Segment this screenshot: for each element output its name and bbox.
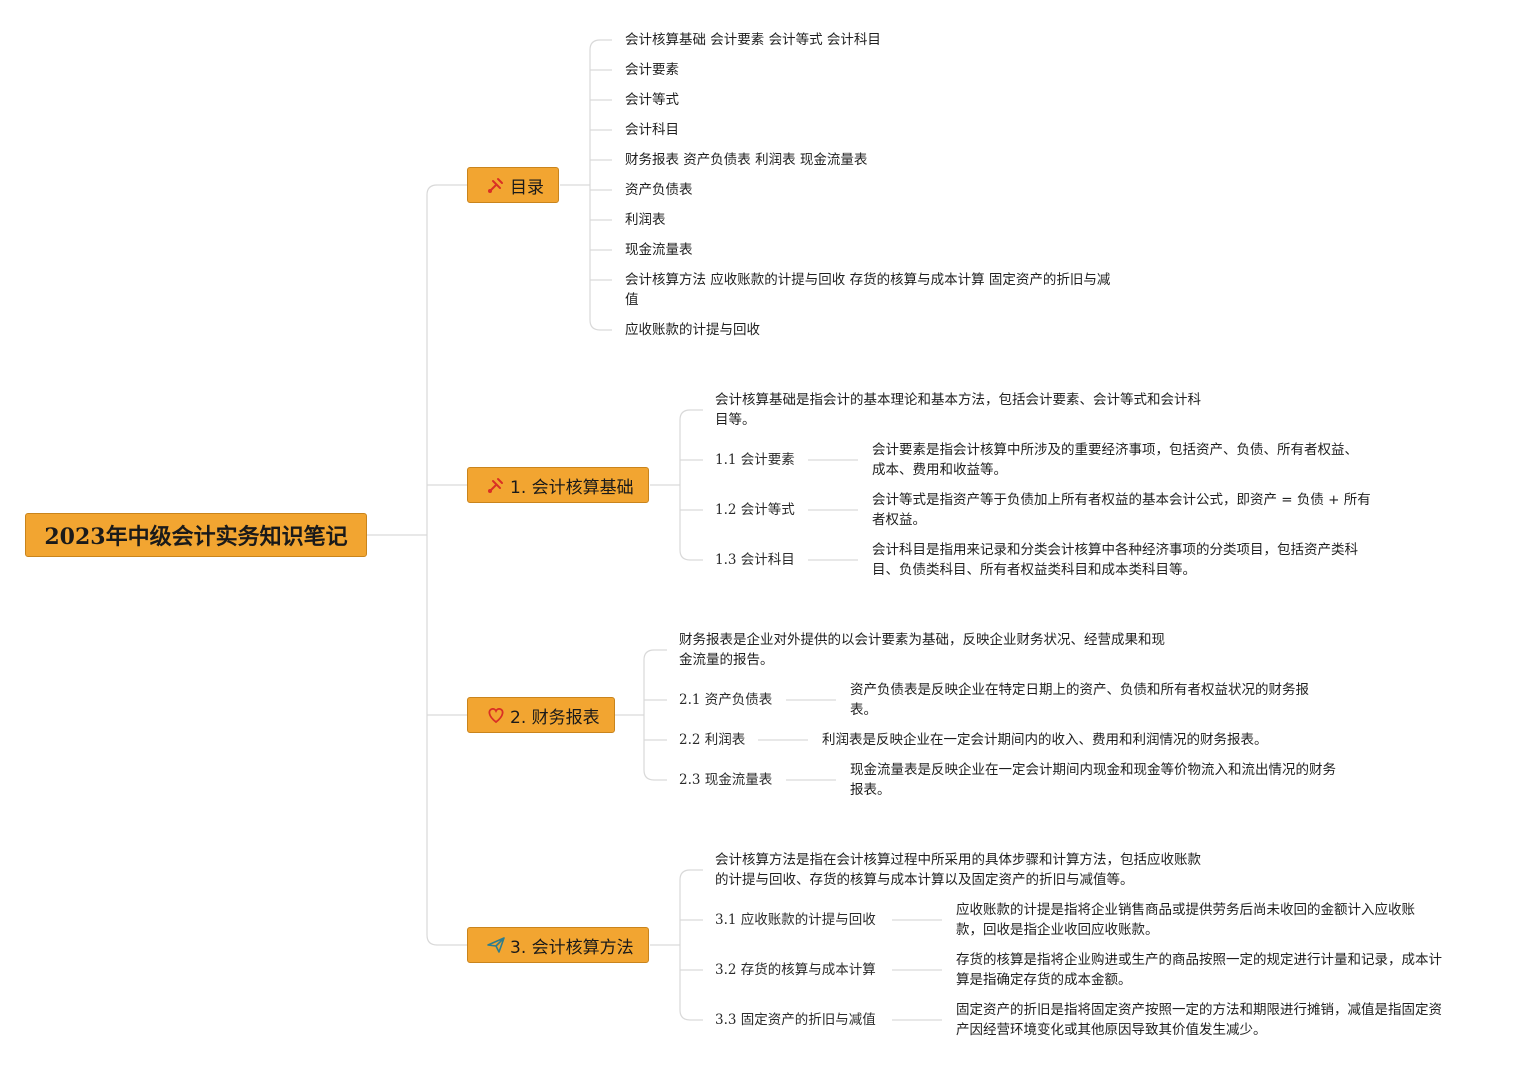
sub-topic-label[interactable]: 3.3 固定资产的折旧与减值: [715, 1012, 876, 1028]
toc-item[interactable]: 会计要素: [625, 62, 679, 78]
toc-item[interactable]: 应收账款的计提与回收: [625, 322, 760, 338]
sub-topic-label[interactable]: 1.2 会计等式: [715, 502, 795, 518]
branch-label: 目录: [510, 177, 544, 198]
toc-item[interactable]: 资产负债表: [625, 182, 693, 198]
sub-topic-description[interactable]: 会计等式是指资产等于负债加上所有者权益的基本会计公式，即资产 = 负债 + 所有…: [872, 492, 1371, 528]
sub-topic-label[interactable]: 3.2 存货的核算与成本计算: [715, 962, 876, 978]
root-node[interactable]: 2023年中级会计实务知识笔记: [25, 513, 367, 557]
sub-topic-label[interactable]: 1.1 会计要素: [715, 452, 795, 468]
branch-label: 2. 财务报表: [510, 707, 600, 728]
toc-item[interactable]: 财务报表 资产负债表 利润表 现金流量表: [625, 152, 868, 168]
sub-topic-description[interactable]: 存货的核算是指将企业购进或生产的商品按照一定的规定进行计量和记录，成本计算是指确…: [956, 952, 1442, 988]
sub-topic-label[interactable]: 2.1 资产负债表: [679, 692, 773, 708]
sub-topic-label[interactable]: 2.3 现金流量表: [679, 772, 773, 788]
sub-topic-label[interactable]: 3.1 应收账款的计提与回收: [715, 912, 876, 928]
sub-topic-description[interactable]: 应收账款的计提是指将企业销售商品或提供劳务后尚未收回的金额计入应收账款，回收是指…: [956, 902, 1415, 938]
branch-node-methods[interactable]: 3. 会计核算方法: [467, 927, 649, 963]
sub-topic-description[interactable]: 固定资产的折旧是指将固定资产按照一定的方法和期限进行摊销，减值是指固定资产因经营…: [956, 1002, 1442, 1038]
sub-topic-description[interactable]: 资产负债表是反映企业在特定日期上的资产、负债和所有者权益状况的财务报表。: [850, 682, 1309, 718]
branch-node-reports[interactable]: 2. 财务报表: [467, 697, 615, 733]
toc-item[interactable]: 会计核算方法 应收账款的计提与回收 存货的核算与成本计算 固定资产的折旧与减值: [625, 272, 1111, 308]
branch-node-toc[interactable]: 目录: [467, 167, 559, 203]
branch-label: 3. 会计核算方法: [510, 937, 634, 958]
toc-item[interactable]: 会计核算基础 会计要素 会计等式 会计科目: [625, 32, 881, 48]
toc-item[interactable]: 会计等式: [625, 92, 679, 108]
sub-topic-description[interactable]: 会计要素是指会计核算中所涉及的重要经济事项，包括资产、负债、所有者权益、成本、费…: [872, 442, 1358, 478]
heart-icon: [488, 708, 504, 724]
toc-item[interactable]: 会计科目: [625, 122, 679, 138]
branch-label: 1. 会计核算基础: [510, 477, 634, 498]
toc-item[interactable]: 利润表: [625, 212, 666, 228]
root-title: 2023年中级会计实务知识笔记: [44, 524, 348, 550]
paper-plane-icon: [487, 937, 505, 953]
basics-intro[interactable]: 会计核算基础是指会计的基本理论和基本方法，包括会计要素、会计等式和会计科目等。: [715, 392, 1201, 428]
sub-topic-label[interactable]: 2.2 利润表: [679, 732, 746, 748]
pen-tool-icon: [488, 178, 503, 193]
sub-topic-description[interactable]: 现金流量表是反映企业在一定会计期间内现金和现金等价物流入和流出情况的财务报表。: [850, 762, 1336, 798]
sub-topic-description[interactable]: 会计科目是指用来记录和分类会计核算中各种经济事项的分类项目，包括资产类科目、负债…: [872, 542, 1358, 578]
toc-item[interactable]: 现金流量表: [625, 242, 693, 258]
sub-topic-label[interactable]: 1.3 会计科目: [715, 552, 795, 568]
methods-intro[interactable]: 会计核算方法是指在会计核算过程中所采用的具体步骤和计算方法，包括应收账款的计提与…: [715, 852, 1201, 888]
branch-node-basics[interactable]: 1. 会计核算基础: [467, 467, 649, 503]
pen-tool-icon: [488, 478, 503, 493]
reports-intro[interactable]: 财务报表是企业对外提供的以会计要素为基础，反映企业财务状况、经营成果和现金流量的…: [679, 632, 1165, 668]
sub-topic-description[interactable]: 利润表是反映企业在一定会计期间内的收入、费用和利润情况的财务报表。: [822, 732, 1268, 748]
